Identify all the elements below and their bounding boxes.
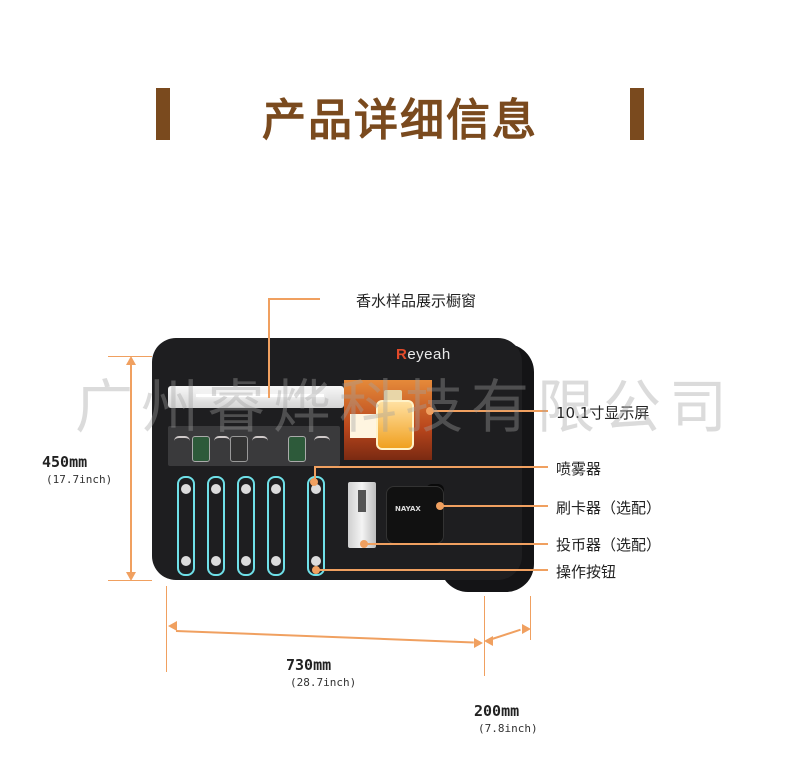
showcase-light-strip (168, 386, 344, 408)
callout-dot (312, 566, 320, 574)
perfume-bottle (192, 436, 210, 462)
callout-dot (360, 540, 368, 548)
operation-button[interactable] (271, 556, 281, 566)
callout-line (440, 505, 548, 507)
dimension-guide (166, 586, 167, 672)
depth-arrow (491, 628, 521, 640)
callout-card-reader: 刷卡器（选配） (556, 499, 662, 517)
dimension-guide (530, 596, 531, 640)
company-watermark: 广州睿烨科技有限公司 (74, 373, 735, 441)
slot-top-dot (271, 484, 281, 494)
ribbon-decoration (314, 436, 330, 446)
callout-line (268, 298, 320, 300)
callout-coin-acceptor: 投币器（选配） (556, 536, 662, 554)
height-arrow (130, 364, 132, 572)
arrow-head-icon (522, 624, 531, 634)
display-screen (344, 380, 432, 460)
spray-slot-1[interactable] (177, 476, 195, 576)
ribbon-decoration (252, 436, 268, 446)
header-right-bar (630, 88, 644, 140)
callout-line (316, 569, 548, 571)
callout-line (430, 410, 548, 412)
arrow-head-icon (126, 572, 136, 581)
brand-logo: Reyeah (396, 346, 451, 363)
callout-showcase: 香水样品展示橱窗 (356, 292, 477, 310)
callout-line (364, 543, 548, 545)
callout-display: 10.1寸显示屏 (556, 404, 650, 422)
screen-bottle-cap (384, 390, 402, 402)
coin-slot[interactable] (358, 490, 366, 512)
slot-top-dot (181, 484, 191, 494)
operation-button[interactable] (211, 556, 221, 566)
sprayer-nozzle (311, 484, 321, 494)
spray-slot-2[interactable] (207, 476, 225, 576)
callout-line (268, 298, 270, 398)
callout-line (314, 466, 548, 468)
card-reader[interactable]: NAYAX (386, 486, 444, 544)
width-value: 730mm (286, 656, 332, 674)
callout-sprayer: 喷雾器 (556, 460, 602, 478)
brand-logo-initial: R (396, 346, 408, 363)
operation-button[interactable] (241, 556, 251, 566)
height-value: 450mm (42, 453, 88, 471)
slot-top-dot (241, 484, 251, 494)
ribbon-decoration (214, 436, 230, 446)
depth-inch: (7.8inch) (478, 722, 538, 735)
height-inch: (17.7inch) (46, 473, 113, 486)
light-line (196, 394, 324, 397)
arrow-head-icon (168, 621, 177, 631)
brand-logo-text: eyeah (407, 346, 451, 363)
spray-slot-5[interactable] (307, 476, 325, 576)
spray-slot-3[interactable] (237, 476, 255, 576)
operation-button[interactable] (311, 556, 321, 566)
screen-perfume-image (376, 400, 414, 450)
callout-button: 操作按钮 (556, 563, 617, 581)
header-left-bar (156, 88, 170, 140)
arrow-head-icon (474, 638, 483, 648)
perfume-showcase-window (168, 426, 340, 466)
width-arrow (175, 630, 474, 644)
coin-acceptor[interactable] (348, 482, 376, 548)
callout-dot (310, 478, 318, 486)
perfume-bottle (288, 436, 306, 462)
callout-dot (436, 502, 444, 510)
arrow-head-icon (484, 636, 493, 646)
operation-button[interactable] (181, 556, 191, 566)
card-reader-brand: NAYAX (395, 505, 421, 513)
callout-line (314, 466, 316, 482)
width-inch: (28.7inch) (290, 676, 357, 689)
depth-value: 200mm (474, 702, 520, 720)
perfume-bottle (230, 436, 248, 462)
ribbon-decoration (174, 436, 190, 446)
slot-top-dot (211, 484, 221, 494)
callout-dot (426, 407, 434, 415)
page-title: 产品详细信息 (262, 95, 538, 146)
spray-slot-4[interactable] (267, 476, 285, 576)
arrow-head-icon (126, 356, 136, 365)
